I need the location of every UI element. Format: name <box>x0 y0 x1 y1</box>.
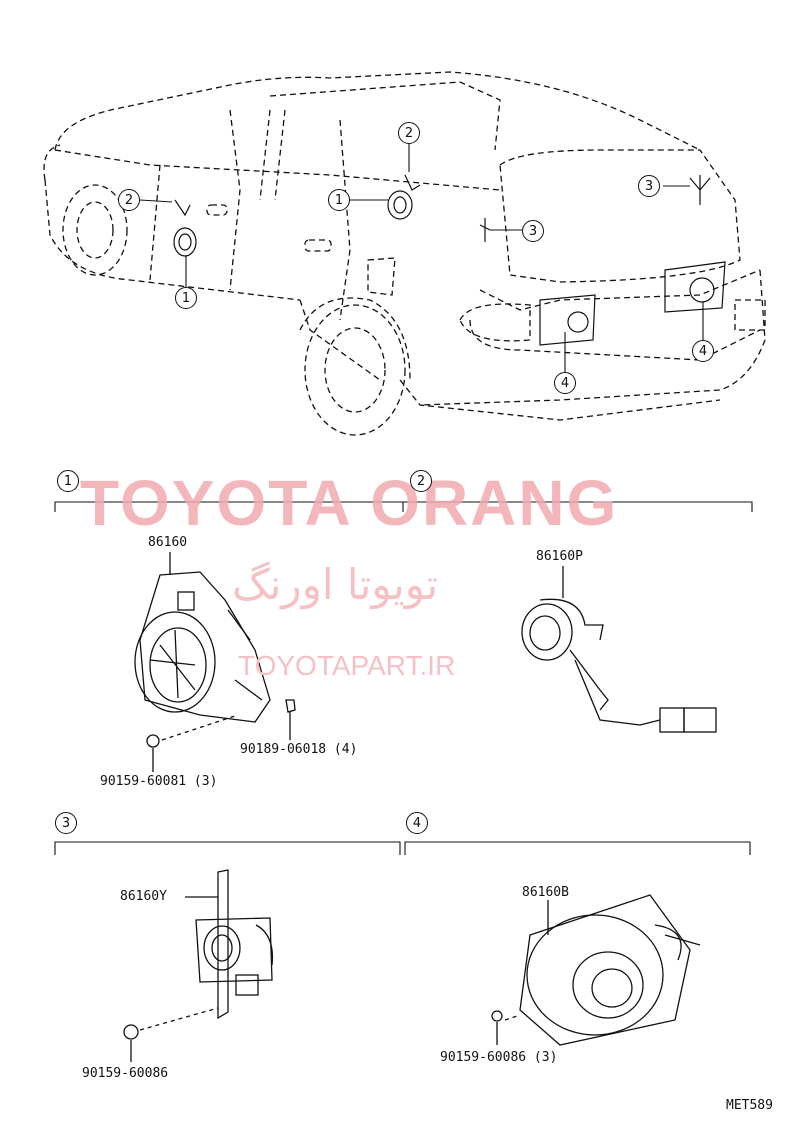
section-2-badge: 2 <box>410 470 432 492</box>
part-number-86160B: 86160B <box>522 885 569 900</box>
part-number-90189-06018: 90189-06018 (4) <box>240 742 358 757</box>
watermark-brand-fa: تویوتا اورنگ <box>232 560 439 609</box>
watermark-url: TOYOTAPART.IR <box>238 650 456 681</box>
part-number-86160: 86160 <box>148 535 188 550</box>
callout-3-right: 3 <box>638 175 660 197</box>
callout-2-rear: 2 <box>398 122 420 144</box>
diagram-code: MET589 <box>726 1098 773 1113</box>
callout-1-rear: 1 <box>328 189 350 211</box>
callout-4-right: 4 <box>692 340 714 362</box>
section-4-badge: 4 <box>406 812 428 834</box>
callout-1-front: 1 <box>175 287 197 309</box>
part-number-90159-60081: 90159-60081 (3) <box>100 774 218 789</box>
part-number-86160P: 86160P <box>536 549 583 564</box>
callout-2-front: 2 <box>118 189 140 211</box>
watermark-brand: TOYOTA ORANG <box>80 467 619 539</box>
callout-4-left: 4 <box>554 372 576 394</box>
part-number-90159-60086: 90159-60086 (3) <box>440 1050 558 1065</box>
callout-3-left: 3 <box>522 220 544 242</box>
part-number-90159-60086-single: 90159-60086 <box>82 1066 169 1081</box>
section-1-badge: 1 <box>57 470 79 492</box>
part-number-86160Y: 86160Y <box>120 889 167 904</box>
section-3-badge: 3 <box>55 812 77 834</box>
